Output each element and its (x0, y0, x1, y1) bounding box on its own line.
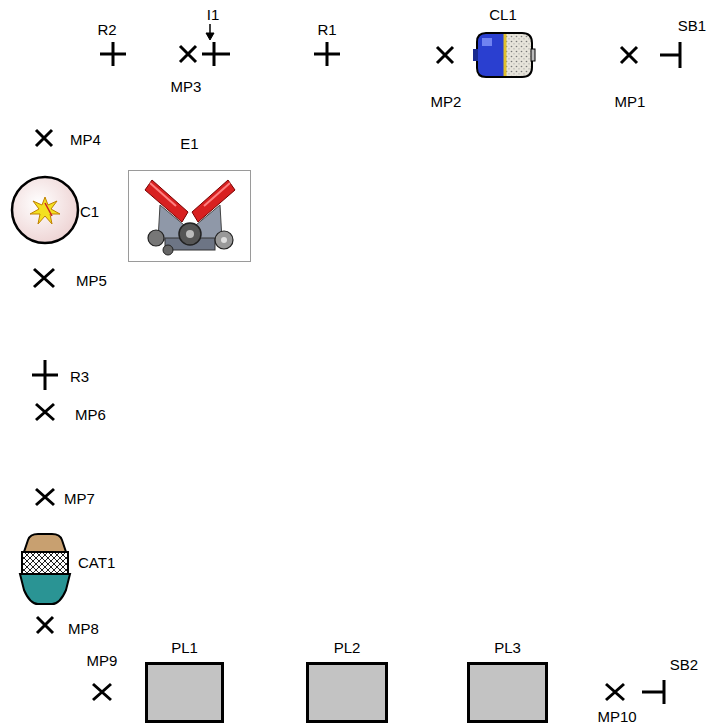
source-label: I1 (207, 7, 220, 22)
boundary-symbol (642, 680, 664, 704)
source-symbol (202, 42, 230, 66)
measure-point-label: MP2 (431, 94, 462, 109)
part-label: R3 (70, 369, 89, 384)
part-label: C1 (80, 204, 99, 219)
plenum-box-outline (306, 662, 388, 723)
measure-point-label: MP6 (75, 407, 106, 422)
part-label: R1 (317, 22, 336, 37)
boundary-symbol (660, 42, 680, 68)
measure-point-label: MP8 (68, 621, 99, 636)
engine-box-outline (128, 170, 251, 262)
part-label: CAT1 (78, 555, 115, 570)
measure-point (437, 47, 453, 63)
measure-point (36, 404, 54, 420)
resistor-symbol (100, 42, 126, 66)
box-heading: E1 (128, 136, 251, 151)
measure-point (180, 46, 196, 62)
box-heading: PL2 (306, 640, 388, 655)
engine-picture (145, 180, 235, 255)
part-label: SB1 (678, 18, 706, 33)
measure-point (621, 47, 637, 63)
measure-point (37, 617, 53, 633)
measure-point (36, 489, 54, 505)
catalyst-symbol (20, 534, 70, 604)
plenum-box: PL3 (467, 640, 548, 724)
clutch-symbol (473, 33, 535, 77)
measure-point-label: MP9 (87, 653, 118, 668)
plenum-box-outline (145, 662, 224, 723)
measure-point (93, 684, 111, 700)
combustion-symbol (12, 177, 78, 243)
part-label: SB2 (670, 657, 698, 672)
measure-point (34, 269, 54, 287)
plenum-box-outline (467, 662, 548, 723)
part-label: R2 (97, 22, 116, 37)
box-heading: PL1 (145, 640, 224, 655)
resistor-symbol (32, 360, 58, 390)
measure-point-label: MP3 (171, 79, 202, 94)
measure-point (36, 130, 52, 146)
plenum-box: PL1 (145, 640, 224, 724)
box-heading: PL3 (467, 640, 548, 655)
measure-point-label: MP7 (64, 491, 95, 506)
part-label: CL1 (489, 7, 517, 22)
plenum-box: PL2 (306, 640, 388, 724)
resistor-symbol (314, 42, 340, 66)
measure-point-label: MP1 (615, 94, 646, 109)
measure-point (606, 684, 624, 700)
measure-point-label: MP5 (76, 273, 107, 288)
measure-point-label: MP10 (597, 709, 636, 724)
engine-box: E1 (128, 136, 251, 263)
measure-point-label: MP4 (70, 132, 101, 147)
